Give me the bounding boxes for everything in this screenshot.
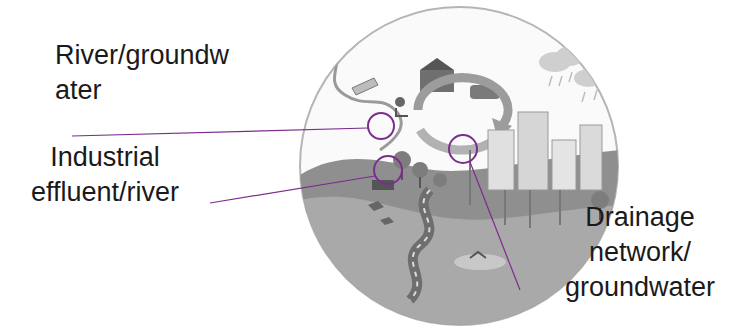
callout-label: Drainage network/ groundwater [563,200,717,305]
callout-label: River/groundw ater [55,38,233,108]
highlight-marks [368,113,477,184]
callout-label: Industrial effluent/river [29,140,181,210]
